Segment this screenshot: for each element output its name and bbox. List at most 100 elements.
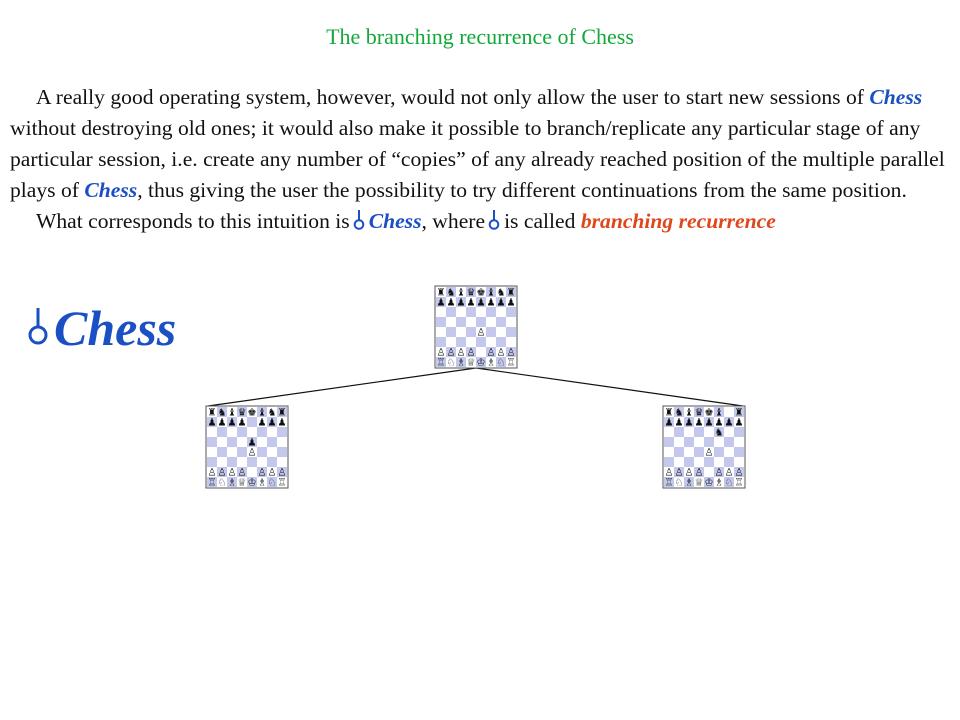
- body-text: A really good operating system, however,…: [10, 82, 958, 237]
- board-square: [684, 447, 694, 457]
- board-square: [247, 467, 257, 477]
- board-square: [724, 467, 734, 477]
- board-square: [714, 437, 724, 447]
- black-rook-icon: ♜: [735, 408, 744, 419]
- board-square: [446, 327, 456, 337]
- p2-where: , where: [421, 209, 486, 233]
- black-knight-icon: ♞: [715, 428, 724, 439]
- board-square: [277, 417, 287, 427]
- board-square: [704, 437, 714, 447]
- white-pawn-icon: ♙: [507, 348, 516, 359]
- black-rook-icon: ♜: [278, 408, 287, 419]
- black-pawn-icon: ♟: [248, 438, 257, 449]
- white-pawn-icon: ♙: [715, 468, 724, 479]
- board-square: [476, 317, 486, 327]
- board-square: [506, 357, 516, 367]
- board-square: [704, 477, 714, 487]
- white-queen-icon: ♕: [467, 358, 476, 369]
- white-bishop-icon: ♗: [715, 478, 724, 489]
- board-square: [694, 467, 704, 477]
- board-square: [257, 437, 267, 447]
- board-square: [674, 417, 684, 427]
- board-square: [714, 417, 724, 427]
- board-square: [217, 437, 227, 447]
- board-square: [257, 477, 267, 487]
- p2-is-called: is called: [504, 209, 576, 233]
- board-square: [476, 287, 486, 297]
- board-square: [486, 307, 496, 317]
- black-pawn-icon: ♟: [725, 418, 734, 429]
- black-knight-icon: ♞: [218, 408, 227, 419]
- board-square: [207, 437, 217, 447]
- black-pawn-icon: ♟: [268, 418, 277, 429]
- board-square: [734, 467, 744, 477]
- board-square: [714, 457, 724, 467]
- black-rook-icon: ♜: [665, 408, 674, 419]
- board-square: [506, 337, 516, 347]
- white-knight-icon: ♘: [447, 358, 456, 369]
- white-pawn-icon: ♙: [258, 468, 267, 479]
- board-square: [237, 467, 247, 477]
- board-square: [217, 477, 227, 487]
- board-square: [486, 327, 496, 337]
- board-square: [674, 407, 684, 417]
- board-square: [674, 467, 684, 477]
- board-square: [714, 407, 724, 417]
- black-pawn-icon: ♟: [487, 298, 496, 309]
- board-square: [267, 467, 277, 477]
- white-bishop-icon: ♗: [685, 478, 694, 489]
- p1-end: , thus giving the user the possibility t…: [137, 178, 907, 202]
- white-pawn-icon: ♙: [725, 468, 734, 479]
- board-square: [476, 347, 486, 357]
- board-square: [704, 407, 714, 417]
- board-square: [496, 287, 506, 297]
- board-square: [724, 457, 734, 467]
- board-square: [476, 337, 486, 347]
- board-square: [247, 447, 257, 457]
- board-square: [217, 447, 227, 457]
- board-square: [476, 307, 486, 317]
- board-square: [207, 407, 217, 417]
- black-pawn-icon: ♟: [467, 298, 476, 309]
- board-square: [446, 317, 456, 327]
- board-square: [506, 347, 516, 357]
- board-square: [217, 427, 227, 437]
- board-square: [277, 457, 287, 467]
- board-square: [466, 287, 476, 297]
- board-square: [436, 307, 446, 317]
- board-square: [207, 467, 217, 477]
- white-knight-icon: ♘: [725, 478, 734, 489]
- black-bishop-icon: ♝: [258, 408, 267, 419]
- branching-recurrence-icon: [26, 307, 50, 347]
- board-square: [227, 437, 237, 447]
- board-square: [267, 417, 277, 427]
- board-square: [674, 477, 684, 487]
- board-square: [694, 437, 704, 447]
- board-square: [257, 427, 267, 437]
- board-square: [237, 417, 247, 427]
- white-rook-icon: ♖: [665, 478, 674, 489]
- board-square: [247, 437, 257, 447]
- white-knight-icon: ♘: [497, 358, 506, 369]
- board-square: [257, 447, 267, 457]
- white-queen-icon: ♕: [238, 478, 247, 489]
- board-square: [436, 357, 446, 367]
- chess-term: Chess: [368, 209, 422, 233]
- board-square: [496, 327, 506, 337]
- white-bishop-icon: ♗: [487, 358, 496, 369]
- board-square: [694, 457, 704, 467]
- white-pawn-icon: ♙: [218, 468, 227, 479]
- board-square: [674, 457, 684, 467]
- board-square: [466, 337, 476, 347]
- board-square: [257, 457, 267, 467]
- big-chess-text: Chess: [54, 300, 177, 356]
- board-square: [237, 447, 247, 457]
- black-pawn-icon: ♟: [735, 418, 744, 429]
- branching-recurrence-icon: [488, 209, 500, 231]
- black-pawn-icon: ♟: [218, 418, 227, 429]
- board-square: [267, 477, 277, 487]
- black-pawn-icon: ♟: [278, 418, 287, 429]
- board-square: [277, 477, 287, 487]
- board-square: [456, 327, 466, 337]
